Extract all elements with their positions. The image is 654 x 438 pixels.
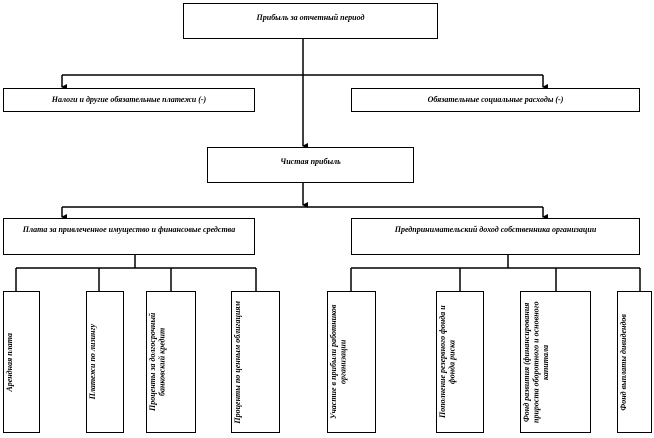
leasing-box: Платежи по лизингу [86,291,124,433]
dividend-fund-box: Фонд выплаты дивидендов [617,291,652,433]
bond-interest-box: Проценты по ценным облигациям [231,291,280,433]
box-label: Чистая прибыль [280,157,341,166]
box-label: Платежи по лизингу [88,324,97,400]
box-label: Обязательные социальные расходы (-) [427,95,564,105]
employee-profit-share-box: Участие в прибыли работников организации [327,291,376,433]
net-profit-box: Чистая прибыль [207,147,414,183]
box-label: Фонд выплаты дивидендов [619,313,628,411]
social-expenses-box: Обязательные социальные расходы (-) [351,88,640,112]
bank-credit-interest-box: Проценты за долгосрочный банковский кред… [146,291,196,433]
borrowed-funds-box: Плата за привлеченное имущество и финанс… [3,218,255,255]
box-label: Предпринимательский доход собственника о… [394,225,597,234]
taxes-box: Налоги и другие обязательные платежи (-) [3,88,255,112]
development-fund-box: Фонд развития (финансирования прироста о… [520,291,591,433]
rent-box: Арендная плата [3,291,40,433]
box-label: Проценты за долгосрочный банковский кред… [148,312,167,412]
owner-income-box: Предпринимательский доход собственника о… [351,218,640,255]
box-label: Пополнение резервного фонда и фонда риск… [438,305,457,419]
box-label: Прибыль за отчетный период [256,13,365,22]
box-label: Арендная плата [5,332,14,392]
box-label: Налоги и другие обязательные платежи (-) [51,95,207,105]
box-label: Фонд развития (финансирования прироста о… [522,301,551,423]
box-label: Плата за привлеченное имущество и финанс… [22,225,236,234]
box-label: Участие в прибыли работников организации [329,304,348,420]
profit-for-period-box: Прибыль за отчетный период [183,3,438,39]
reserve-fund-box: Пополнение резервного фонда и фонда риск… [436,291,484,433]
box-label: Проценты по ценным облигациям [233,300,242,424]
